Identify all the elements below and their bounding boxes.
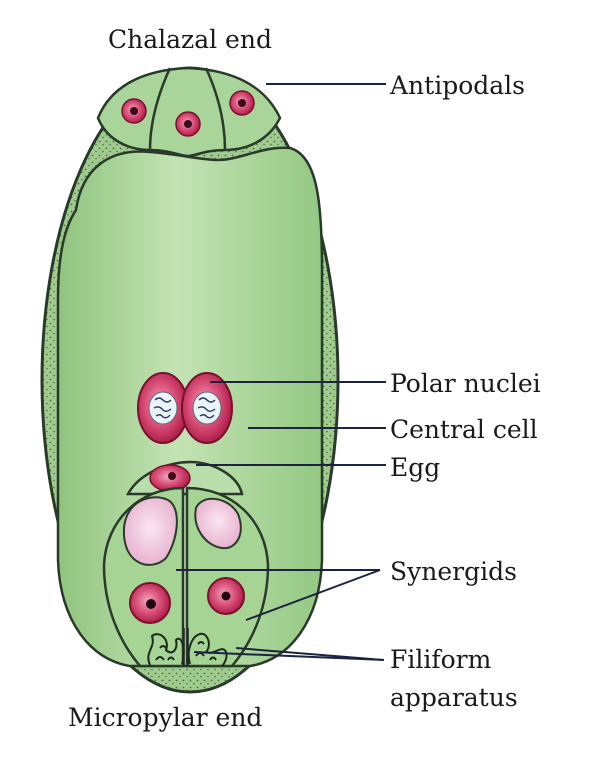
label-polar-nuclei: Polar nuclei [390,369,541,398]
synergid-vacuole-right [194,498,242,550]
label-filiform-line1: Filiform [390,645,492,674]
synergid-vacuole-left [122,496,178,566]
leader-filiform-left [193,651,385,661]
leader-lines [176,83,386,661]
label-micropylar-end: Micropylar end [68,703,262,732]
label-central-cell: Central cell [390,415,538,444]
label-antipodals: Antipodals [389,71,525,100]
label-filiform-line2: apparatus [390,683,518,712]
antipodal-cells [96,66,282,158]
polar-nuclei [137,372,233,444]
label-egg: Egg [390,453,440,482]
leader-synergid-right [245,569,381,621]
egg-apparatus [102,460,270,668]
leader-filiform-right [235,647,385,661]
label-chalazal-end: Chalazal end [108,25,272,54]
label-synergids: Synergids [390,557,517,586]
